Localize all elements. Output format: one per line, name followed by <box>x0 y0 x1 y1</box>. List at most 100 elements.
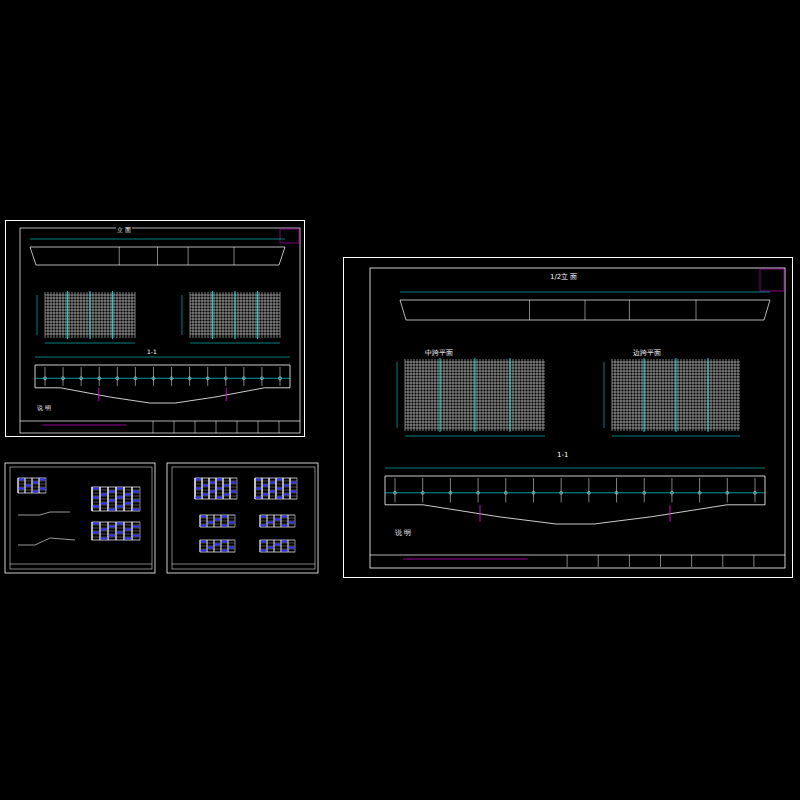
drawn-line <box>92 508 140 509</box>
drawn-line <box>60 292 61 338</box>
drawn-line <box>414 359 415 431</box>
drawn-line <box>480 505 481 522</box>
drawn-line <box>253 292 254 338</box>
section-outline <box>18 538 75 545</box>
drawn-rect <box>280 229 299 243</box>
drawn-line <box>84 292 85 338</box>
drawn-rect <box>256 479 262 481</box>
drawn-rect <box>208 522 214 524</box>
drawn-line <box>675 359 676 431</box>
drawn-rect <box>222 550 228 552</box>
drawn-line <box>190 292 191 338</box>
drawn-line <box>196 292 197 338</box>
drawn-line <box>200 515 235 516</box>
drawn-line <box>102 292 103 338</box>
drawn-line <box>507 359 508 431</box>
drawn-line <box>567 555 568 567</box>
drawn-line <box>528 359 529 431</box>
drawn-line <box>45 343 135 344</box>
drawn-line <box>723 359 724 431</box>
drawn-line <box>260 552 295 553</box>
drawn-line <box>259 292 260 338</box>
drawn-line <box>92 528 140 529</box>
drawn-line <box>717 359 718 431</box>
drawn-line <box>261 367 262 386</box>
drawn-rect <box>282 550 288 552</box>
drawn-rect <box>10 467 152 569</box>
drawn-rect <box>222 516 228 518</box>
drawn-rect <box>270 491 276 493</box>
drawn-line <box>616 478 617 502</box>
drawn-line <box>525 359 526 431</box>
drawn-line <box>117 292 118 338</box>
drawn-line <box>119 247 120 265</box>
drawn-line <box>214 292 215 338</box>
drawn-line <box>92 493 140 494</box>
drawn-line <box>561 478 562 502</box>
drawn-rect <box>217 488 223 490</box>
drawn-line <box>45 367 46 386</box>
drawn-line <box>531 359 532 431</box>
drawn-line <box>604 362 605 428</box>
drawn-rect <box>109 526 116 528</box>
drawn-line <box>411 359 412 431</box>
drawn-line <box>639 359 640 431</box>
drawn-line <box>681 359 682 431</box>
drawn-rect <box>101 494 108 496</box>
drawn-line <box>755 478 756 502</box>
drawn-line <box>438 359 439 431</box>
drawn-line <box>195 490 237 491</box>
drawn-rect <box>222 541 228 543</box>
drawn-line <box>105 292 106 338</box>
drawn-line <box>447 359 448 431</box>
drawn-line <box>78 292 79 338</box>
drawn-line <box>474 359 475 431</box>
drawn-line <box>690 359 691 431</box>
drawn-rect <box>109 500 116 502</box>
drawn-line <box>39 478 40 493</box>
drawn-line <box>217 292 218 338</box>
drawn-rect <box>201 525 207 527</box>
drawn-line <box>478 478 479 502</box>
drawn-line <box>678 359 679 431</box>
drawn-line <box>35 357 290 358</box>
drawn-line <box>87 292 88 338</box>
drawn-line <box>25 478 26 493</box>
drawn-line <box>462 359 463 431</box>
drawn-line <box>18 481 46 482</box>
drawn-line <box>432 359 433 431</box>
drawn-line <box>195 496 237 497</box>
drawn-rect <box>277 488 283 490</box>
drawn-rect <box>201 516 207 518</box>
drawn-line <box>274 292 275 338</box>
drawn-rect <box>208 547 214 549</box>
drawn-line <box>505 478 506 502</box>
drawn-line <box>501 359 502 431</box>
drawn-line <box>229 292 230 338</box>
section-outline <box>18 512 70 515</box>
drawn-rect <box>101 503 108 505</box>
drawn-line <box>669 359 670 431</box>
drawn-line <box>255 481 297 482</box>
drawn-line <box>200 524 235 525</box>
drawn-line <box>615 359 616 431</box>
drawn-line <box>280 367 281 386</box>
drawn-rect <box>215 544 221 546</box>
drawn-line <box>705 359 706 431</box>
drawn-rect <box>18 478 46 493</box>
drawn-rect <box>263 494 269 496</box>
drawn-rect <box>133 509 140 511</box>
drawn-line <box>629 300 630 320</box>
drawn-line <box>408 359 409 431</box>
drawing-sheet: 1/2立 面中跨平面边跨平面1-1说 明 <box>343 257 793 578</box>
drawn-line <box>117 367 118 386</box>
drawn-line <box>235 292 236 338</box>
drawing-sheet: 立 面1-1说 明 <box>5 220 305 437</box>
drawn-line <box>687 359 688 431</box>
drawn-line <box>202 292 203 338</box>
view-label: 立 面 <box>116 227 132 233</box>
drawn-rect <box>19 479 25 481</box>
drawn-line <box>18 478 46 479</box>
drawn-line <box>654 359 655 431</box>
drawn-line <box>636 359 637 431</box>
